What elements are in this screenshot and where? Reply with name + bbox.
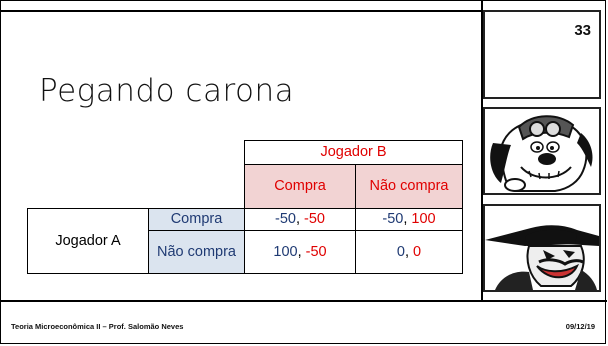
vertical-rule	[481, 1, 483, 301]
villain-cartoon-icon	[485, 206, 599, 290]
col-header-compra: Compra	[244, 164, 355, 208]
col-header-nao-compra: Não compra	[355, 164, 463, 208]
slide-title: Pegando carona	[39, 73, 295, 109]
payoff-cell-naocompra-compra: 100, -50	[244, 230, 355, 274]
dog-cartoon-icon	[485, 109, 599, 193]
payoff-a: 100	[273, 243, 298, 260]
player-a-header: Jogador A	[27, 208, 148, 274]
page-number-box: 33	[483, 10, 601, 99]
payoff-cell-naocompra-naocompra: 0, 0	[355, 230, 463, 274]
payoff-b: -50	[305, 243, 327, 260]
row-header-nao-compra: Não compra	[148, 230, 244, 274]
dog-cartoon-image	[483, 107, 601, 195]
payoff-cell-compra-naocompra: -50, 100	[355, 208, 463, 230]
payoff-separator: ,	[403, 211, 412, 227]
footer-course: Teoria Microeconômica II – Prof. Salomão…	[11, 322, 184, 331]
player-b-header: Jogador B	[244, 140, 463, 164]
payoff-separator: ,	[297, 243, 306, 260]
bottom-rule	[1, 300, 607, 302]
row-header-compra: Compra	[148, 208, 244, 230]
payoff-a: -50	[275, 211, 296, 227]
payoff-a: -50	[382, 211, 404, 227]
payoff-b: -50	[304, 211, 325, 227]
payoff-a: 0	[396, 243, 405, 260]
top-rule	[1, 10, 482, 12]
footer-date: 09/12/19	[565, 322, 595, 331]
payoff-cell-compra-compra: -50, -50	[244, 208, 355, 230]
payoff-b: 100	[411, 211, 436, 227]
page-number: 33	[574, 22, 591, 39]
villain-cartoon-image	[483, 204, 601, 292]
payoff-separator: ,	[404, 243, 414, 260]
payoff-b: 0	[413, 243, 422, 260]
payoff-separator: ,	[295, 211, 305, 227]
